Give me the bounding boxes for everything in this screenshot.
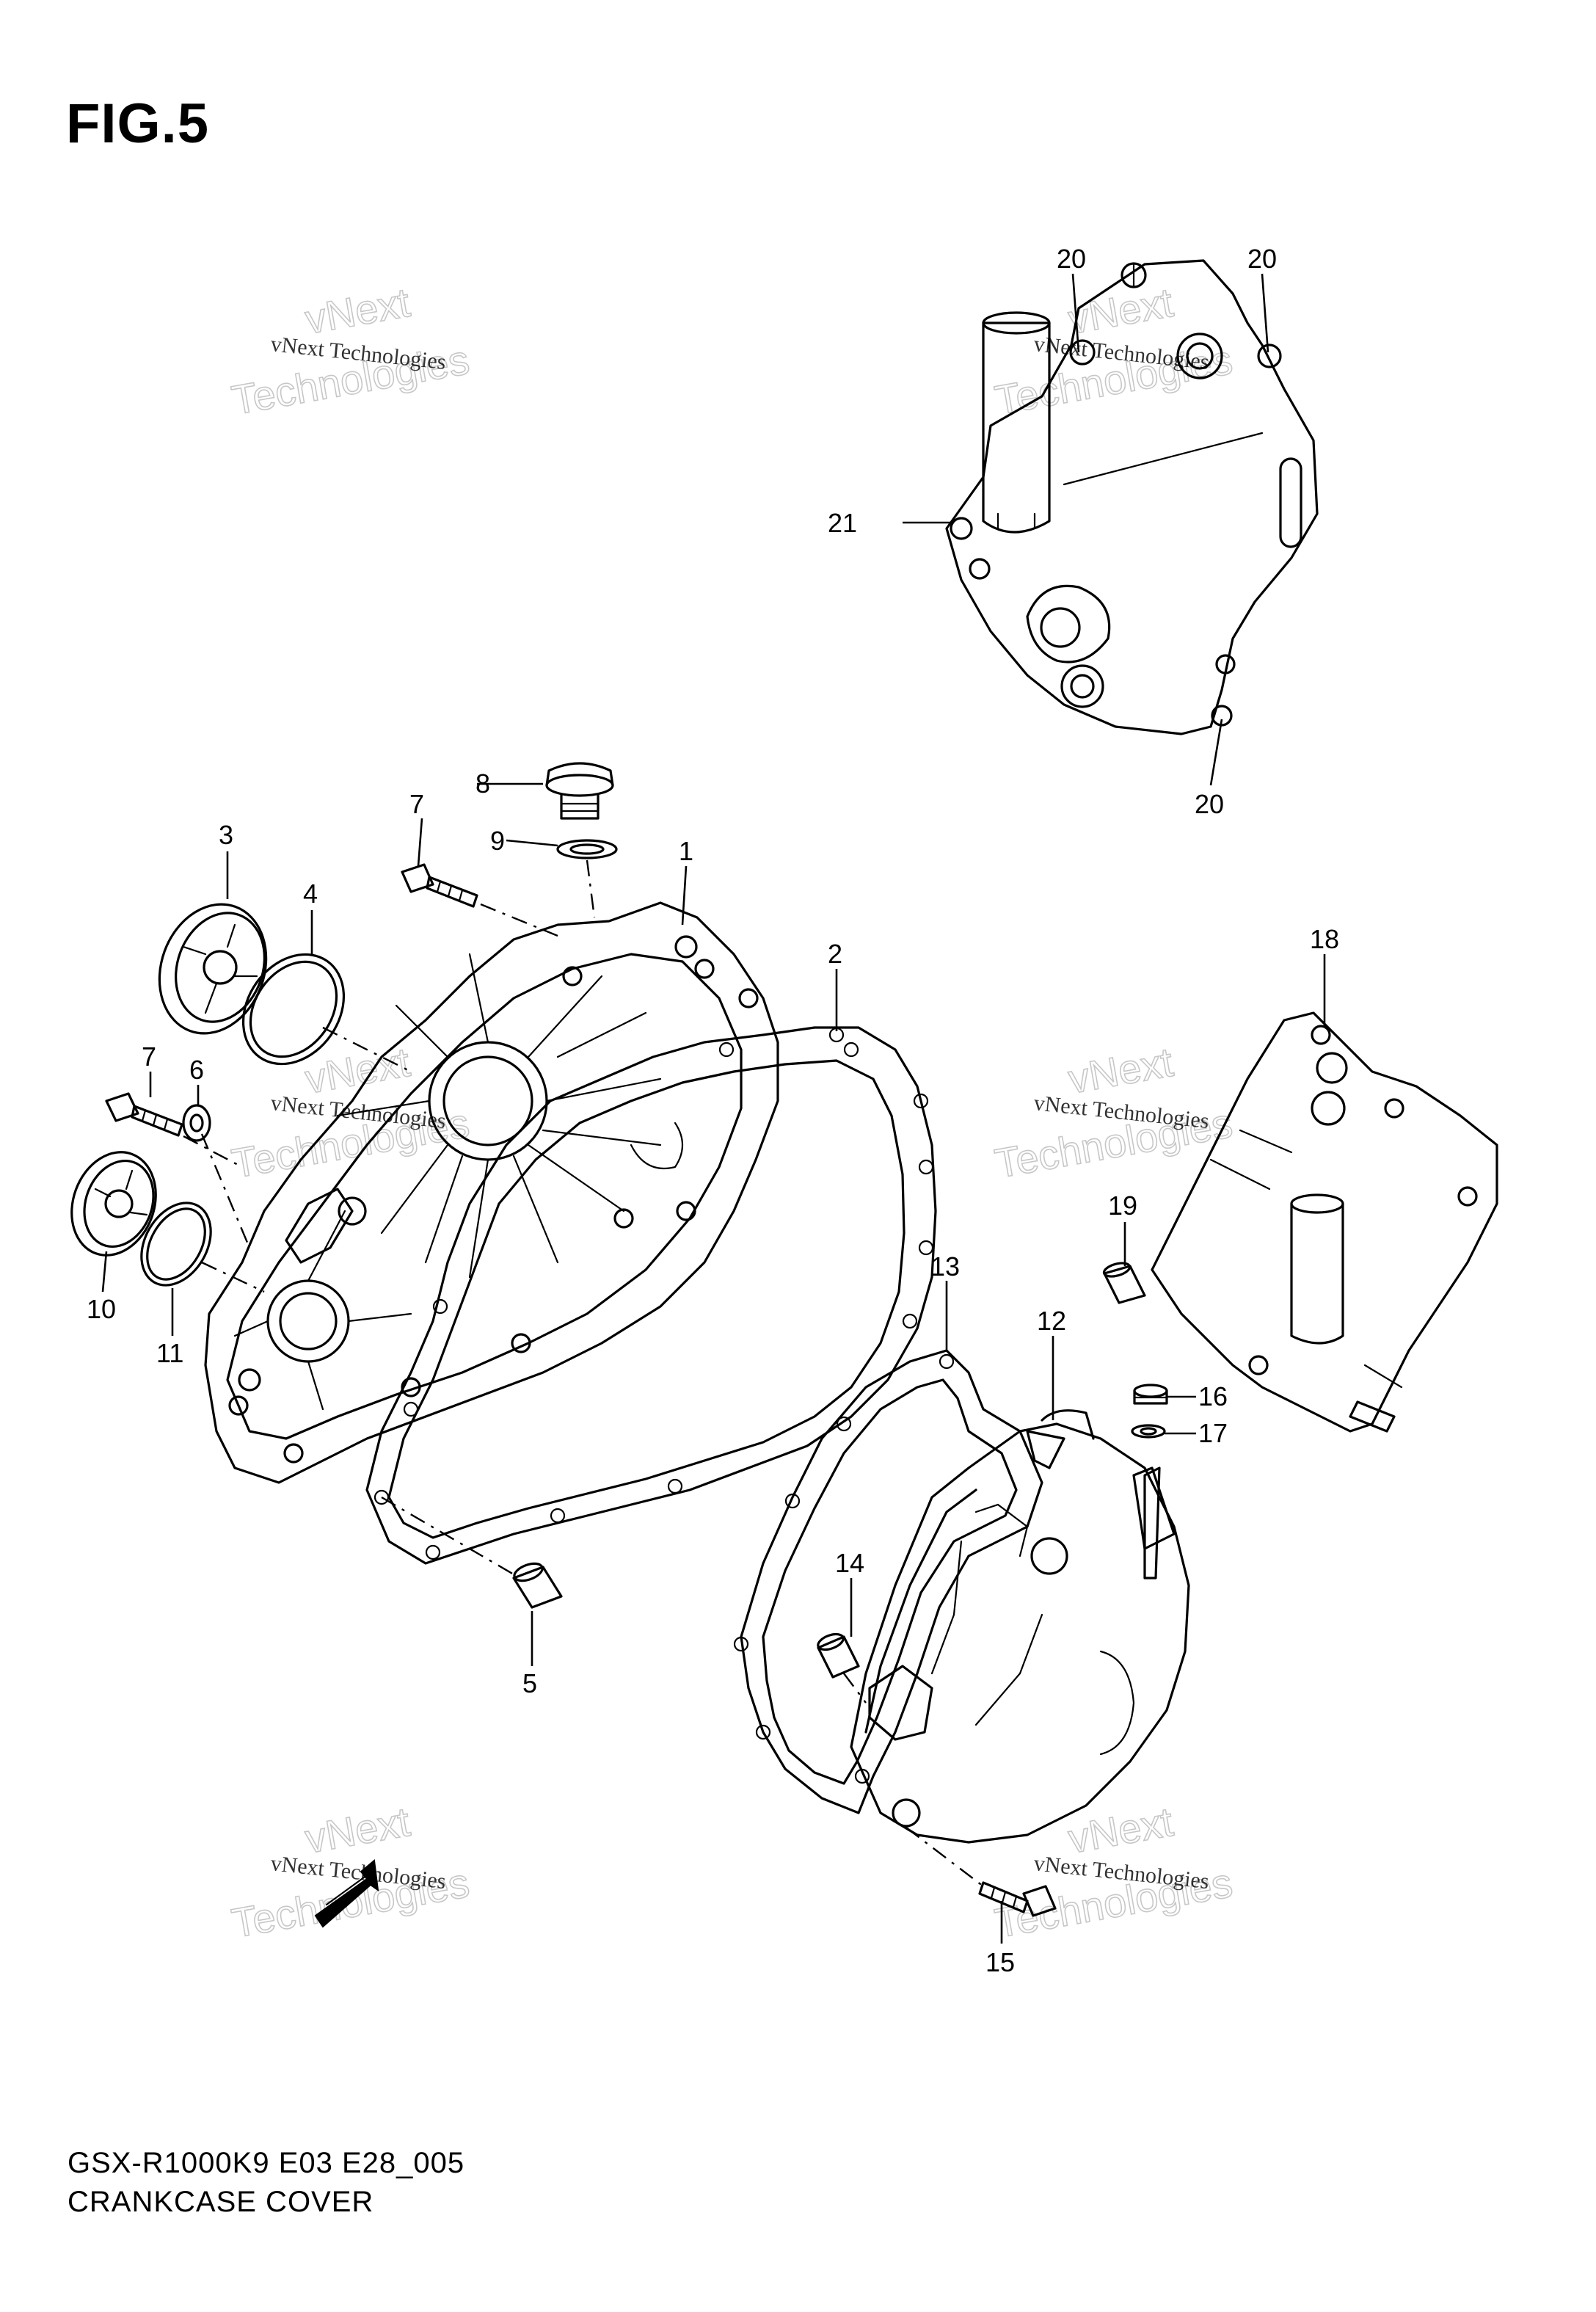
callout-11: 11	[156, 1338, 183, 1368]
callout-7-lower: 7	[142, 1042, 156, 1072]
dowel-pin-5	[512, 1562, 563, 1609]
callout-13: 13	[930, 1251, 960, 1282]
gasket-9	[556, 839, 618, 859]
callout-1: 1	[679, 836, 693, 866]
o-ring-11	[140, 1202, 212, 1287]
washer-6	[182, 1104, 211, 1142]
svg-text:vNext: vNext	[302, 1798, 413, 1862]
watermark-mid-right: vNext Technologies vNext Technologies	[991, 1038, 1236, 1188]
watermark-top-left: vNext Technologies vNext Technologies	[227, 278, 473, 424]
crankcase-cover-gasket	[365, 1026, 937, 1565]
assembly-lines	[183, 859, 984, 1887]
oil-filler-plug-8	[545, 762, 614, 820]
callout-9: 9	[490, 826, 505, 856]
leader-lines	[101, 273, 1326, 1944]
upper-cover-plate	[945, 259, 1319, 735]
callout-4: 4	[303, 879, 318, 909]
clutch-cover-12	[850, 1409, 1190, 1844]
crankcase-cover-body	[204, 901, 779, 1484]
callout-20-c: 20	[1195, 789, 1224, 819]
callout-15: 15	[985, 1947, 1015, 1977]
callout-7-upper: 7	[409, 789, 424, 819]
callout-8: 8	[475, 768, 490, 799]
bolt-15	[978, 1881, 1057, 1917]
fwd-arrow-icon	[314, 1859, 379, 1928]
callout-19: 19	[1108, 1190, 1137, 1221]
dowel-pin-19	[1102, 1262, 1146, 1304]
callout-16: 16	[1198, 1381, 1228, 1411]
bolt-7-upper	[401, 863, 478, 908]
callout-2: 2	[828, 939, 842, 969]
bolt-7-lower	[105, 1092, 183, 1137]
figure-name-label: CRANKCASE COVER	[68, 2186, 374, 2218]
callout-12: 12	[1037, 1306, 1066, 1336]
callout-5: 5	[522, 1668, 537, 1698]
figure-title: FIG.5	[66, 92, 210, 155]
callout-17: 17	[1198, 1418, 1228, 1448]
o-ring-4	[241, 953, 346, 1066]
model-code-label: GSX-R1000K9 E03 E28_005	[68, 2147, 465, 2179]
watermark-top-right: vNext Technologies vNext Technologies	[991, 278, 1236, 424]
dowel-pin-14	[817, 1632, 860, 1679]
plug-16	[1133, 1384, 1168, 1405]
cover-cap-3	[158, 903, 268, 1035]
washer-17	[1131, 1424, 1166, 1439]
callout-20-a: 20	[1057, 244, 1086, 274]
watermark-bottom-right: vNext Technologies vNext Technologies	[991, 1797, 1236, 1947]
callout-10: 10	[87, 1294, 116, 1324]
callout-20-b: 20	[1247, 244, 1277, 274]
side-cover-18	[1151, 1011, 1498, 1433]
callout-6: 6	[189, 1055, 204, 1085]
svg-text:vNext: vNext	[302, 279, 413, 343]
clutch-cover-gasket-13	[733, 1349, 1043, 1814]
callout-labels: 20 20 21 20 1 2 3 4 7 8 9 7 6 10 11 5 13…	[87, 244, 1339, 1977]
svg-text:vNext: vNext	[1065, 279, 1176, 343]
callout-21: 21	[828, 508, 857, 538]
cover-cap-10	[70, 1151, 157, 1257]
svg-text:vNext: vNext	[1065, 1039, 1176, 1102]
watermark-bottom-left: vNext Technologies vNext Technologies	[227, 1797, 473, 1947]
callout-14: 14	[835, 1548, 864, 1578]
callout-3: 3	[219, 820, 233, 850]
callout-18: 18	[1310, 924, 1339, 954]
